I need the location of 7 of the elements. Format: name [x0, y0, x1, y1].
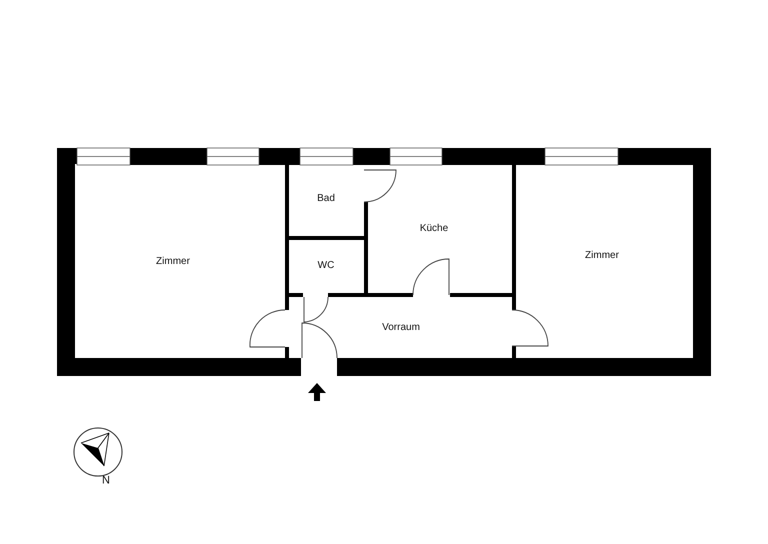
compass-label: N	[102, 476, 110, 486]
room-label: Vorraum	[382, 323, 420, 333]
room-label: Zimmer	[156, 257, 190, 267]
room-label: Bad	[317, 194, 335, 204]
room-label: Zimmer	[585, 251, 619, 261]
room-label: Küche	[420, 224, 448, 234]
room-label: WC	[318, 261, 334, 271]
